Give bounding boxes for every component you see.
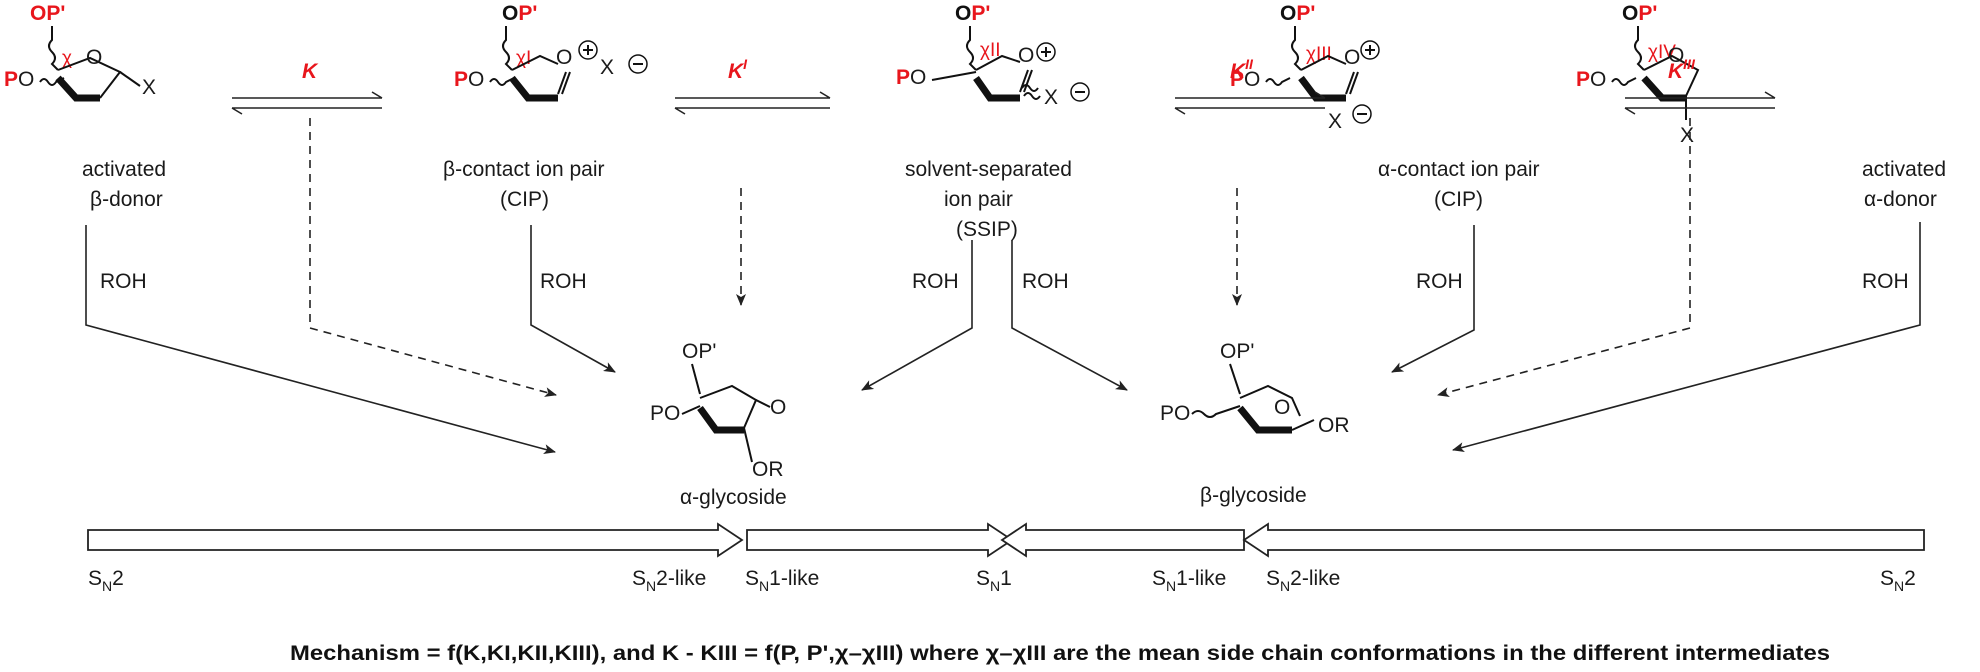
roh-label: ROH [912,270,959,293]
beta-contact-ion-pair: OP' χI PO O X [454,2,648,102]
scale-label-sn1: SN1 [976,567,1012,594]
dashed-arrows [309,118,1691,398]
sn1like-to-sn1-arrow-right [1000,522,1245,558]
species-label: (CIP) [500,188,549,211]
roh-label: ROH [1862,270,1909,293]
svg-text:X: X [600,56,614,79]
species-label: solvent-separated [905,158,1072,181]
roh-label: ROH [100,270,147,293]
scale-label-sn1like-left: SN1-like [745,567,819,594]
species-label: activated [82,158,166,181]
svg-text:OP': OP' [502,2,537,25]
svg-text:X: X [1328,110,1342,133]
scale-label-sn2-left: SN2 [88,567,124,594]
svg-text:OP': OP' [1220,340,1254,363]
svg-text:O: O [1274,396,1290,419]
svg-text:K: K [302,60,319,83]
svg-text:X: X [1680,124,1694,147]
equilibrium-k2: KII [1174,56,1326,115]
svg-text:KII: KII [1230,56,1254,83]
svg-text:OR: OR [752,458,784,481]
svg-text:O: O [1668,44,1684,67]
svg-text:PO: PO [1230,68,1260,91]
svg-text:PO: PO [650,402,680,425]
svg-text:O: O [1344,46,1360,69]
scale-label-sn1like-right: SN1-like [1152,567,1226,594]
svg-text:O: O [1018,44,1034,67]
mechanism-labels: SN2 SN2-like SN1-like SN1 SN1-like SN2-l… [88,567,1916,594]
svg-text:OR: OR [1318,414,1350,437]
svg-text:PO: PO [454,68,484,91]
svg-text:OP': OP' [1280,2,1315,25]
chi-label: χIII [1306,44,1332,65]
alpha-glycoside-label: α-glycoside [680,486,787,509]
svg-text:O: O [556,46,572,69]
reaction-arrows [85,222,1921,454]
scale-label-sn2like-left: SN2-like [632,567,706,594]
mechanism-footnote: Mechanism = f(K,KI,KII,KIII), and K - KI… [290,642,1830,665]
svg-text:PO: PO [1160,402,1190,425]
sn2-to-sn2like-arrow [87,522,744,558]
equilibrium-k1: KI [674,56,831,115]
svg-text:PO: PO [1576,68,1606,91]
species-label: (CIP) [1434,188,1483,211]
svg-text:PO: PO [896,66,926,89]
svg-text:KIII: KIII [1668,56,1696,83]
positive-charge [578,40,598,60]
species-label: β-donor [90,188,163,211]
scale-label-sn2-right: SN2 [1880,567,1916,594]
scale-label-sn2like-right: SN2-like [1266,567,1340,594]
alpha-glycoside-structure: OP' PO O OR α-glycoside [650,340,787,509]
sn1like-to-sn1-arrow [746,522,1014,558]
svg-text:O: O [770,396,786,419]
equilibrium-k: K [231,60,383,115]
svg-text:PO: PO [4,68,34,91]
svg-text:OP': OP' [955,2,990,25]
beta-glycoside-structure: OP' PO O OR β-glycoside [1160,340,1350,507]
activated-beta-donor: OP' χ PO O X [4,2,156,102]
species-label: α-contact ion pair [1378,158,1540,181]
svg-text:X: X [1044,86,1058,109]
chi-label: χII [980,40,1001,61]
roh-label: ROH [1022,270,1069,293]
species-label: ion pair [944,188,1013,211]
chi-label: χ [62,48,72,69]
op-prime-label: OP' [30,2,65,25]
mechanism-scale [87,522,1925,558]
equilibrium-k3: KIII [1624,56,1776,115]
leaving-group-x: X [142,76,156,99]
beta-glycoside-label: β-glycoside [1200,484,1307,507]
negative-charge [628,54,648,74]
species-label: α-donor [1864,188,1937,211]
roh-label: ROH [1416,270,1463,293]
solvent-separated-ion-pair: OP' χII PO O X [896,2,1090,109]
species-label: (SSIP) [956,218,1018,241]
species-label: activated [1862,158,1946,181]
svg-text:OP': OP' [1622,2,1657,25]
chi-label: χI [516,48,531,69]
svg-text:KI: KI [728,56,748,83]
svg-text:OP': OP' [682,340,716,363]
sn2-to-sn2like-arrow-right [1242,522,1925,558]
roh-label: ROH [540,270,587,293]
species-label: β-contact ion pair [443,158,605,181]
svg-text:O: O [86,46,102,69]
